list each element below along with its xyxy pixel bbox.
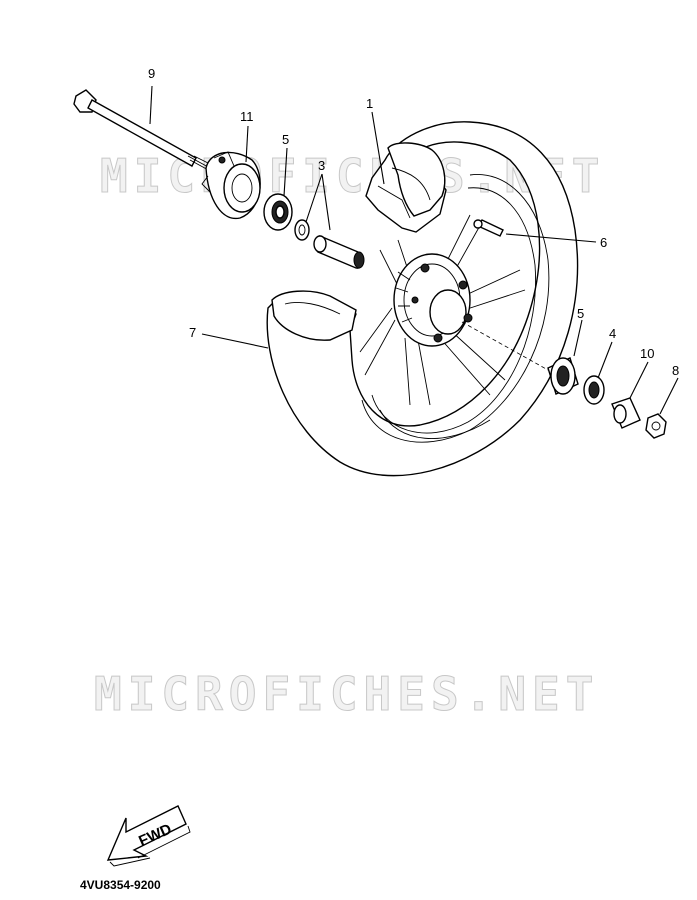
tire-valve [473, 219, 504, 237]
callout-3: 3 [318, 158, 325, 173]
gear-unit [201, 151, 261, 220]
forward-direction-arrow: FWD [106, 805, 191, 867]
axle-nut [645, 413, 667, 439]
bearing-left [263, 193, 293, 231]
wheel-hub [393, 253, 473, 347]
callout-5-right: 5 [577, 306, 584, 321]
callout-6: 6 [600, 235, 607, 250]
watermark-middle: MICROFICHES.NET [94, 667, 599, 721]
leader-lines [149, 85, 679, 415]
callout-1: 1 [366, 96, 373, 111]
callout-10: 10 [640, 346, 654, 361]
callout-4: 4 [609, 326, 616, 341]
callout-5-left: 5 [282, 132, 289, 147]
callout-11: 11 [240, 109, 254, 124]
spacer-left [313, 234, 365, 269]
axle-shaft [73, 89, 215, 173]
callout-7: 7 [189, 325, 196, 340]
tire-section-top [387, 142, 446, 217]
oil-seal-left [294, 219, 310, 241]
callout-8: 8 [672, 363, 679, 378]
bearing-right [547, 357, 579, 395]
wheel-assembly [266, 121, 579, 477]
spacer-right [611, 397, 641, 429]
diagram-reference-code: 4VU8354-9200 [80, 878, 161, 892]
collar-right [583, 375, 605, 405]
tire-section-bottom [271, 290, 357, 341]
callout-9: 9 [148, 66, 155, 81]
